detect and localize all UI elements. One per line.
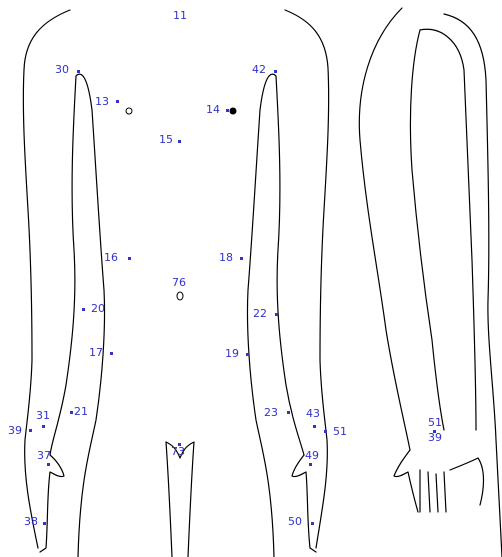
left-shoulder-arm-outer — [23, 10, 70, 548]
point-11-label: 11 — [173, 9, 187, 22]
point-17-label: 17 — [89, 346, 103, 359]
point-13-label: 13 — [95, 95, 109, 108]
point-50-label: 50 — [288, 515, 302, 528]
left-hand — [40, 455, 64, 552]
point-14-dot — [226, 109, 229, 112]
left-arm-inner-upper — [50, 76, 76, 455]
right-shoulder-arm-outer — [285, 10, 329, 548]
point-31-dot — [42, 425, 45, 428]
side-arm-upper — [420, 29, 476, 430]
point-42-dot — [274, 70, 277, 73]
point-21-label: 21 — [74, 405, 88, 418]
point-17-dot — [110, 352, 113, 355]
point-37-label: 37 — [37, 449, 51, 462]
point-30-dot — [77, 70, 80, 73]
point-30-label: 30 — [55, 63, 69, 76]
point-31-label: 31 — [36, 409, 50, 422]
point-18-label: 18 — [219, 251, 233, 264]
point-18-dot — [240, 257, 243, 260]
point-20-label: 20 — [91, 302, 105, 315]
point-51-front-label: 51 — [333, 425, 347, 438]
side-arm-back — [359, 8, 410, 450]
left-leg-inner — [166, 442, 172, 557]
point-16-dot — [128, 257, 131, 260]
point-49-label: 49 — [305, 449, 319, 462]
point-14-label: 14 — [206, 103, 220, 116]
point-23-dot — [287, 411, 290, 414]
point-23-label: 23 — [264, 406, 278, 419]
side-arm-inner — [410, 30, 444, 430]
point-16-label: 16 — [104, 251, 118, 264]
point-20-dot — [82, 308, 85, 311]
side-hand — [394, 450, 484, 512]
right-arm-inner-upper — [276, 76, 304, 455]
point-73-dot — [178, 443, 181, 446]
point-13-dot — [116, 100, 119, 103]
point-43-label: 43 — [306, 407, 320, 420]
left-inner-shoulder — [76, 74, 105, 557]
point-22-dot — [275, 313, 278, 316]
point-49-dot — [309, 463, 312, 466]
point-15-label: 15 — [159, 133, 173, 146]
point-43-dot — [313, 425, 316, 428]
point-50-dot — [311, 522, 314, 525]
point-37-dot — [47, 463, 50, 466]
point-42-label: 42 — [252, 63, 266, 76]
point-51-front-dot — [324, 430, 327, 433]
point-19-label: 19 — [225, 347, 239, 360]
point-39-left-dot — [29, 429, 32, 432]
right-hand — [292, 455, 316, 552]
groin-outline — [166, 442, 194, 557]
point-38-dot — [43, 522, 46, 525]
point-76-label: 76 — [172, 276, 186, 289]
point-21-dot — [70, 411, 73, 414]
point-19-dot — [246, 353, 249, 356]
point-51-side-label: 51 — [428, 416, 442, 429]
point-22-label: 22 — [253, 307, 267, 320]
point-73-label: 73 — [171, 445, 185, 458]
point-39-left-label: 39 — [8, 424, 22, 437]
point-76-ring — [177, 292, 183, 300]
point-13-ring — [126, 108, 132, 114]
point-14-ring — [230, 108, 236, 114]
point-39-side-dot — [433, 430, 436, 433]
point-38-label: 38 — [24, 515, 38, 528]
point-15-dot — [178, 140, 181, 143]
